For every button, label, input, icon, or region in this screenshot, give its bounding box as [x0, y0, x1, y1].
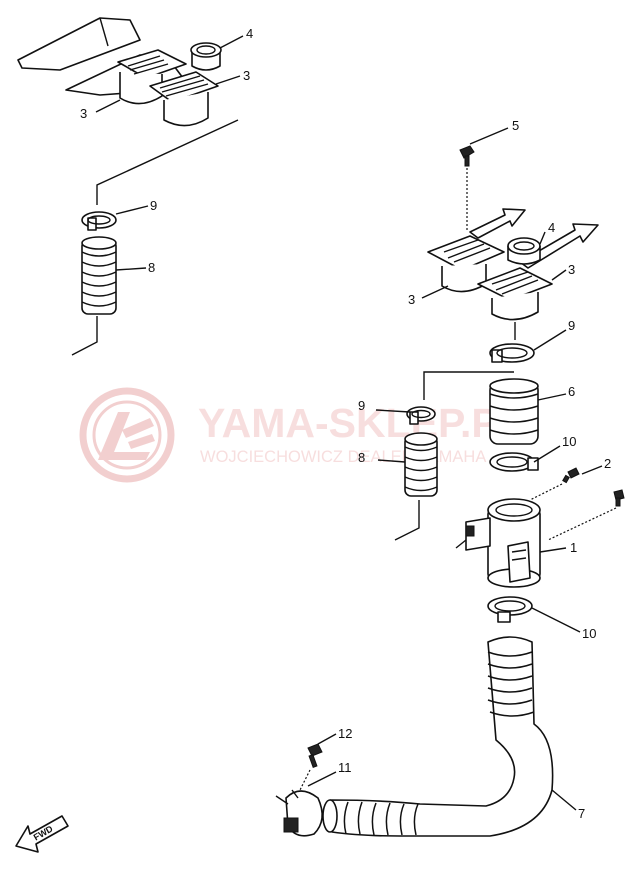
- hose-clamp-upper: [489, 452, 539, 472]
- watermark-tagline: WOJCIECHOWICZ DEALER YAMAHA: [200, 448, 486, 466]
- hose-clamp-middle: [406, 406, 436, 425]
- callout-right-3-right: 3: [568, 262, 575, 277]
- middle-left-assembly: [394, 371, 514, 541]
- hose-clamp-lower: [487, 596, 533, 623]
- vent-cap: [190, 42, 222, 71]
- callout-right-1: 1: [570, 540, 577, 555]
- callout-top-4: 4: [246, 26, 253, 41]
- vent-body-right: [149, 71, 219, 127]
- hose-clamp-bracket: [275, 789, 323, 837]
- callout-bottom-12: 12: [338, 726, 352, 741]
- screw: [459, 145, 475, 167]
- top-left-assembly: [17, 17, 239, 356]
- vent-cap-right: [507, 237, 541, 265]
- filter-canister: [465, 498, 541, 588]
- hose-clamp: [81, 211, 117, 231]
- right-assembly: [427, 145, 625, 623]
- callout-bottom-11: 11: [338, 760, 352, 775]
- bottom-bracket: [275, 743, 323, 837]
- hose-clamp-right: [489, 343, 535, 363]
- callout-top-8: 8: [148, 260, 155, 275]
- callout-top-3-right: 3: [243, 68, 250, 83]
- bellows-hose: [81, 236, 117, 315]
- vent-body-upper-right: [477, 267, 553, 321]
- connector-hose: [489, 378, 539, 445]
- watermark: YAMA-SKLEP.PL WOJCIECHOWICZ DEALER YAMAH…: [79, 387, 524, 483]
- forward-arrow-icon: FWD: [15, 815, 69, 853]
- callout-right-2: 2: [604, 456, 611, 471]
- callout-right-4: 4: [548, 220, 555, 235]
- bolt: [307, 743, 323, 768]
- vent-body-left: [117, 49, 187, 105]
- bellows-hose-middle: [404, 432, 438, 497]
- callout-labels: 4 3 3 9 8 5 4 3 3 9 6 10 2 1 10 9 8 12 1…: [80, 26, 611, 821]
- callout-top-3-left: 3: [80, 106, 87, 121]
- callout-right-9: 9: [568, 318, 575, 333]
- callout-right-6: 6: [568, 384, 575, 399]
- callout-bottom-7: 7: [578, 806, 585, 821]
- leader-lines: [95, 35, 603, 811]
- outlet-arrow-left: [469, 208, 526, 239]
- watermark-logo-icon: [79, 387, 175, 483]
- callout-right-10-upper: 10: [562, 434, 576, 449]
- watermark-brand: YAMA-SKLEP.PL: [198, 400, 524, 446]
- callout-left-8: 8: [358, 450, 365, 465]
- vent-body-upper-left: [427, 235, 505, 293]
- main-hose: [322, 636, 554, 837]
- callout-right-3-left: 3: [408, 292, 415, 307]
- callout-left-9: 9: [358, 398, 365, 413]
- callout-top-9: 9: [150, 198, 157, 213]
- callout-right-5: 5: [512, 118, 519, 133]
- screw-pair: [562, 467, 625, 507]
- callout-right-10-lower: 10: [582, 626, 596, 641]
